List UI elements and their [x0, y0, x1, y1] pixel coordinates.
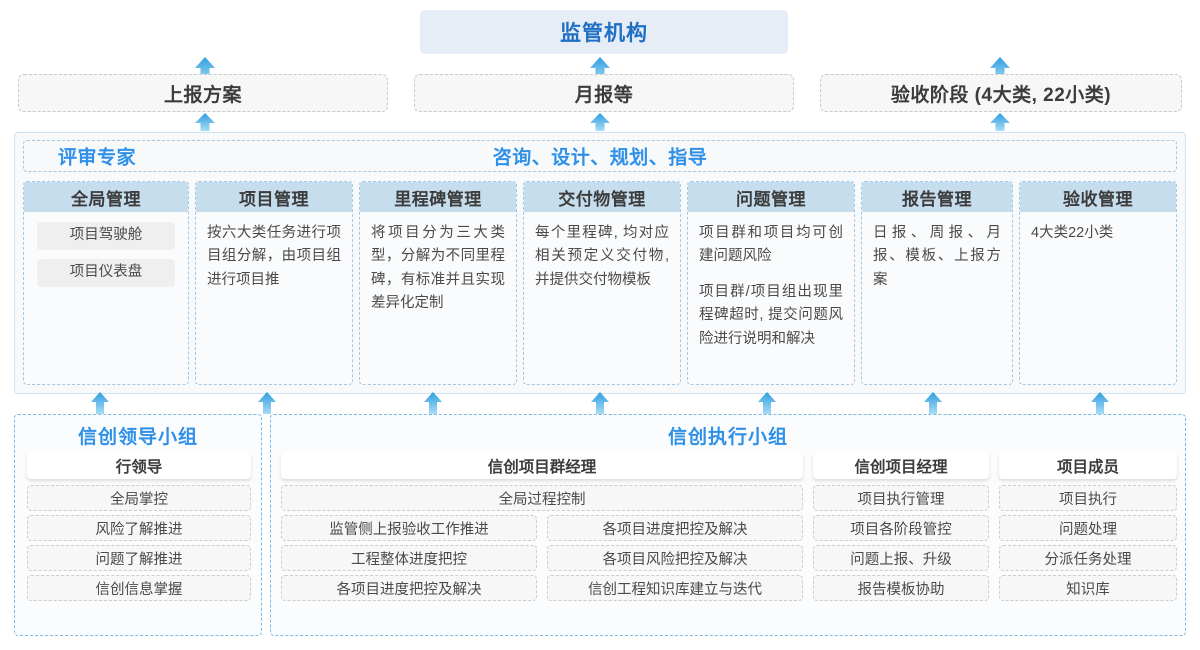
role-header-project-manager[interactable]: 信创项目经理 — [813, 452, 989, 479]
task-item[interactable]: 风险了解推进 — [27, 515, 251, 541]
arrow-up-icon — [589, 112, 611, 132]
task-item[interactable]: 项目执行管理 — [813, 485, 989, 511]
mgmt-column-title: 项目管理 — [196, 182, 352, 212]
arrow-up-icon — [1090, 392, 1112, 414]
management-panel-header: 评审专家 咨询、设计、规划、指导 — [23, 140, 1177, 172]
task-item[interactable]: 问题上报、升级 — [813, 545, 989, 571]
task-item[interactable]: 项目各阶段管控 — [813, 515, 989, 541]
arrow-up-icon — [257, 392, 279, 414]
arrow-up-icon — [590, 392, 612, 414]
arrow-up-icon — [194, 112, 216, 132]
mgmt-column-global[interactable]: 全局管理 项目驾驶舱 项目仪表盘 — [23, 181, 189, 385]
task-item[interactable]: 知识库 — [999, 575, 1177, 601]
mgmt-column-body: 日报、周报、月报、模板、上报方案 — [862, 212, 1012, 292]
arrow-up-icon — [90, 392, 112, 414]
mgmt-column-body: 按六大类任务进行项目组分解，由项目组进行项目推 — [196, 212, 352, 292]
task-item[interactable]: 各项目进度把控及解决 — [281, 575, 537, 601]
mgmt-column-body: 每个里程碑, 均对应相关预定义交付物, 并提供交付物模板 — [524, 212, 680, 292]
task-item[interactable]: 各项目风险把控及解决 — [547, 545, 803, 571]
task-item[interactable]: 工程整体进度把控 — [281, 545, 537, 571]
mgmt-paragraph: 日报、周报、月报、模板、上报方案 — [873, 225, 1001, 288]
role-header-project-member[interactable]: 项目成员 — [999, 452, 1177, 479]
task-item[interactable]: 全局过程控制 — [281, 485, 803, 511]
mgmt-column-acceptance[interactable]: 验收管理 4大类22小类 — [1019, 181, 1177, 385]
task-item[interactable]: 分派任务处理 — [999, 545, 1177, 571]
mgmt-paragraph: 按六大类任务进行项目组分解，由项目组进行项目推 — [207, 225, 341, 288]
arrow-up-icon — [923, 392, 945, 414]
report-box-acceptance: 验收阶段 (4大类, 22小类) — [820, 74, 1182, 112]
task-item[interactable]: 信创信息掌握 — [27, 575, 251, 601]
consulting-label: 咨询、设计、规划、指导 — [492, 147, 708, 169]
execution-group-panel: 信创执行小组 信创项目群经理 全局过程控制 监管侧上报验收工作推进 工程整体进度… — [270, 414, 1186, 636]
task-item[interactable]: 信创工程知识库建立与迭代 — [547, 575, 803, 601]
mgmt-paragraph: 将项目分为三大类型，分解为不同里程碑，有标准并且实现差异化定制 — [371, 225, 505, 312]
mgmt-column-title: 报告管理 — [862, 182, 1012, 212]
role-header-bank-leader[interactable]: 行领导 — [27, 452, 251, 479]
arrow-up-icon — [423, 392, 445, 414]
arrow-up-icon — [757, 392, 779, 414]
regulator-box: 监管机构 — [420, 10, 788, 54]
leadership-group-panel: 信创领导小组 行领导 全局掌控 风险了解推进 问题了解推进 信创信息掌握 — [14, 414, 262, 636]
mgmt-column-body: 将项目分为三大类型，分解为不同里程碑，有标准并且实现差异化定制 — [360, 212, 516, 316]
mgmt-column-body: 项目群和项目均可创建问题风险 项目群/项目组出现里程碑超时, 提交问题风险进行说… — [688, 212, 854, 351]
mgmt-column-title: 交付物管理 — [524, 182, 680, 212]
role-header-program-manager[interactable]: 信创项目群经理 — [281, 452, 803, 479]
management-panel: 评审专家 咨询、设计、规划、指导 全局管理 项目驾驶舱 项目仪表盘 项目管理 按… — [14, 132, 1186, 394]
mgmt-paragraph: 4大类22小类 — [1031, 225, 1114, 241]
task-item[interactable]: 各项目进度把控及解决 — [547, 515, 803, 541]
report-box-plan: 上报方案 — [18, 74, 388, 112]
mgmt-pill[interactable]: 项目驾驶舱 — [37, 222, 175, 250]
arrow-up-icon — [989, 56, 1011, 84]
mgmt-column-body: 项目驾驶舱 项目仪表盘 — [24, 212, 188, 287]
task-item[interactable]: 报告模板协助 — [813, 575, 989, 601]
execution-group-title: 信创执行小组 — [667, 427, 788, 448]
arrow-up-icon — [989, 112, 1011, 132]
arrow-up-icon — [194, 56, 216, 84]
mgmt-column-deliverable[interactable]: 交付物管理 每个里程碑, 均对应相关预定义交付物, 并提供交付物模板 — [523, 181, 681, 385]
arrow-up-icon — [589, 56, 611, 84]
report-box-monthly: 月报等 — [414, 74, 794, 112]
review-experts-label: 评审专家 — [58, 147, 137, 169]
mgmt-column-title: 里程碑管理 — [360, 182, 516, 212]
task-item[interactable]: 全局掌控 — [27, 485, 251, 511]
mgmt-column-title: 验收管理 — [1020, 182, 1176, 212]
mgmt-column-title: 问题管理 — [688, 182, 854, 212]
mgmt-column-body: 4大类22小类 — [1020, 212, 1176, 245]
mgmt-column-title: 全局管理 — [24, 182, 188, 212]
mgmt-column-milestone[interactable]: 里程碑管理 将项目分为三大类型，分解为不同里程碑，有标准并且实现差异化定制 — [359, 181, 517, 385]
mgmt-column-report[interactable]: 报告管理 日报、周报、月报、模板、上报方案 — [861, 181, 1013, 385]
task-item[interactable]: 监管侧上报验收工作推进 — [281, 515, 537, 541]
leadership-group-title: 信创领导小组 — [77, 427, 198, 448]
mgmt-pill[interactable]: 项目仪表盘 — [37, 259, 175, 287]
task-item[interactable]: 项目执行 — [999, 485, 1177, 511]
task-item[interactable]: 问题处理 — [999, 515, 1177, 541]
mgmt-paragraph: 每个里程碑, 均对应相关预定义交付物, 并提供交付物模板 — [535, 225, 669, 288]
mgmt-column-project[interactable]: 项目管理 按六大类任务进行项目组分解，由项目组进行项目推 — [195, 181, 353, 385]
task-item[interactable]: 问题了解推进 — [27, 545, 251, 571]
mgmt-paragraph: 项目群/项目组出现里程碑超时, 提交问题风险进行说明和解决 — [699, 283, 843, 347]
mgmt-column-issue[interactable]: 问题管理 项目群和项目均可创建问题风险 项目群/项目组出现里程碑超时, 提交问题… — [687, 181, 855, 385]
mgmt-paragraph: 项目群和项目均可创建问题风险 — [699, 225, 843, 265]
